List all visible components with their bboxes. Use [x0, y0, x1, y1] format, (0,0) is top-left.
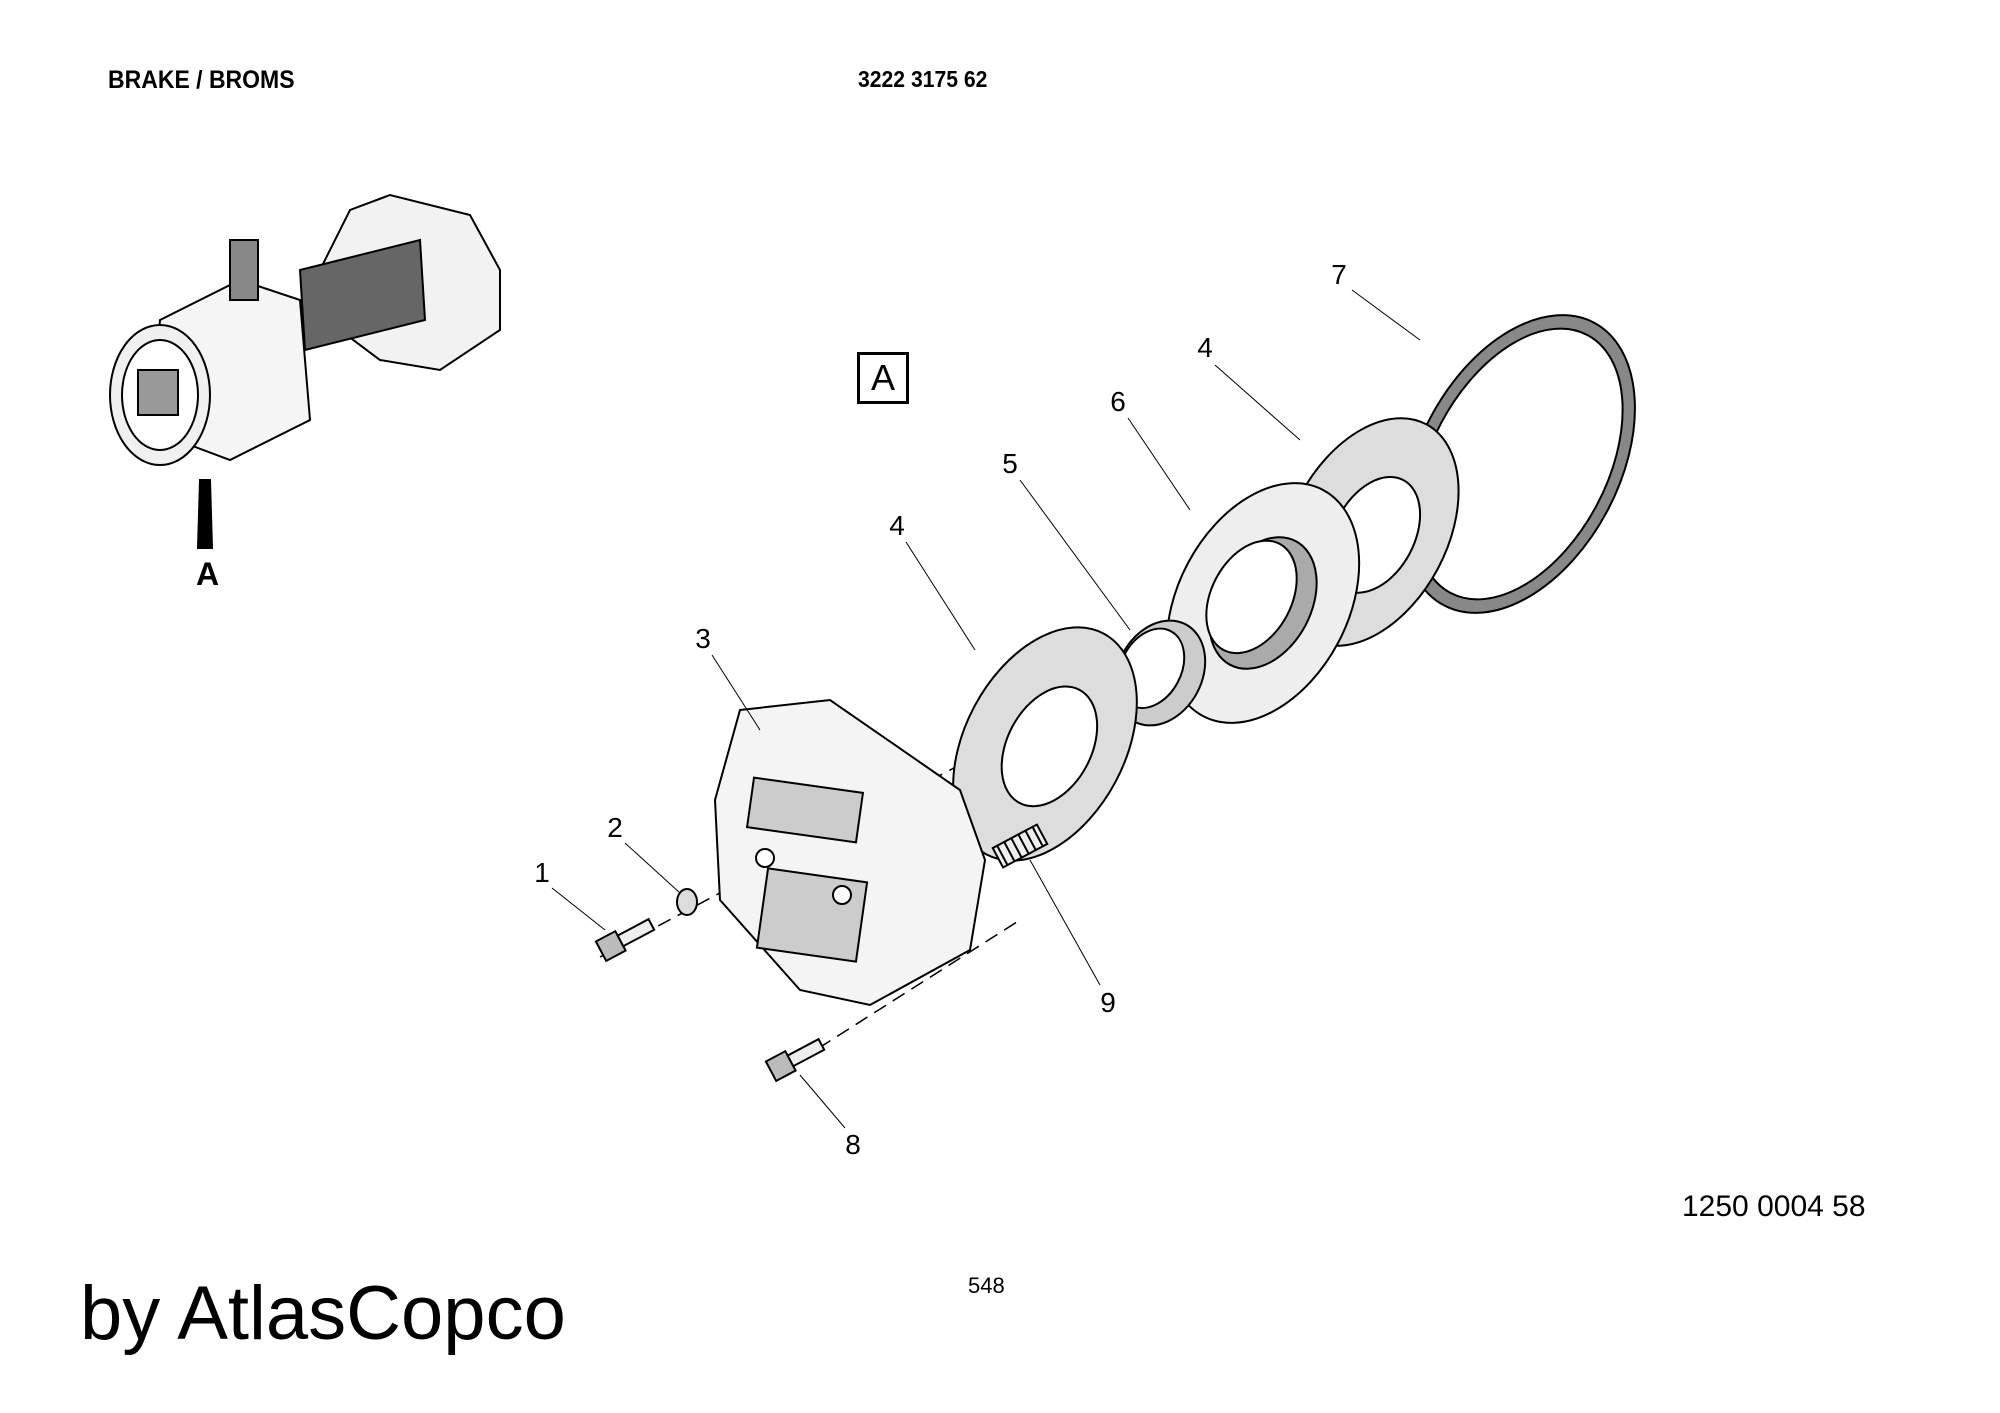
part-number: 3222 3175 62: [858, 66, 988, 92]
callout-6: 6: [1110, 386, 1126, 417]
callout-2: 2: [607, 812, 623, 843]
part-1-bolt: [594, 917, 656, 963]
brand-footer: by AtlasCopco: [80, 1271, 566, 1356]
part-6-brake-disc: [1165, 482, 1361, 724]
page-number: 548: [968, 1273, 1005, 1298]
part-7-gasket: [1402, 314, 1636, 614]
overview-assembly: [109, 193, 501, 549]
drawing-number: 1250 0004 58: [1682, 1190, 1866, 1223]
callout-3: 3: [695, 623, 711, 654]
callout-9: 9: [1100, 987, 1116, 1018]
callout-7: 7: [1331, 259, 1347, 290]
overview-view-label: A: [196, 556, 220, 592]
callout-8: 8: [845, 1129, 861, 1160]
part-4-disc-left: [952, 626, 1138, 862]
part-8-bolt: [764, 1037, 826, 1083]
view-label-box: A: [857, 352, 909, 404]
part-9-spring: [991, 823, 1049, 869]
callout-5: 5: [1002, 448, 1018, 479]
section-title: BRAKE / BROMS: [108, 66, 295, 94]
part-3-brake-cover: [713, 698, 987, 1007]
part-2-washer: [676, 888, 698, 916]
callout-4: 4: [1197, 332, 1213, 363]
callout-1: 1: [534, 857, 550, 888]
callout-4: 4: [889, 510, 905, 541]
